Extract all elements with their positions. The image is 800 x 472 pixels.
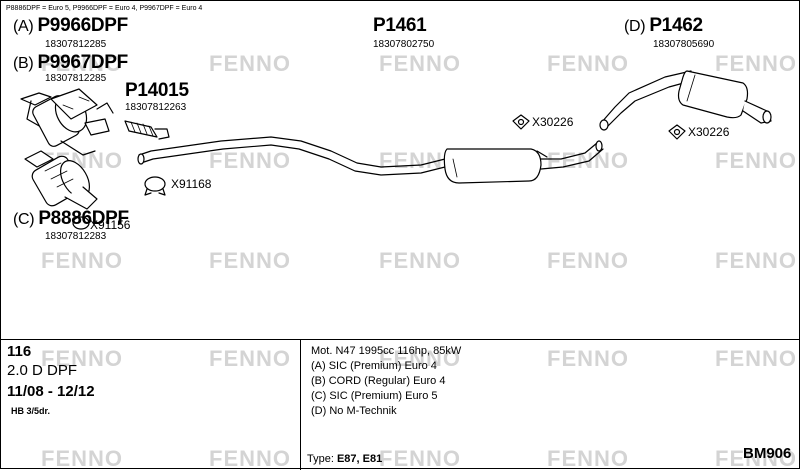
type-line: Type: E87, E81 [307, 453, 382, 465]
spec-b: (B) CORD (Regular) Euro 4 [311, 375, 446, 387]
watermark: FENNO [547, 148, 629, 173]
spec-a: (A) SIC (Premium) Euro 4 [311, 360, 437, 372]
watermark: FENNO [41, 446, 123, 471]
part-d-variant: (D) [624, 18, 646, 35]
watermark: FENNO [379, 248, 461, 273]
diagram-code: BM906 [743, 445, 792, 462]
type-label: Type: [307, 453, 334, 465]
watermark: FENNO [379, 51, 461, 76]
flex-pipe-p14015 [124, 120, 170, 140]
watermark: FENNO [547, 446, 629, 471]
watermark: FENNO [715, 346, 797, 371]
accessory-x91156[interactable]: X91156 [90, 218, 131, 232]
part-c-oe: 18307812283 [45, 231, 107, 242]
watermark: FENNO [379, 446, 461, 471]
part-d-oe: 18307805690 [653, 39, 715, 50]
part-a-label[interactable]: (A)P9966DPF [13, 15, 128, 37]
rear-silencer [599, 70, 772, 131]
accessory-x30226-a[interactable]: X30226 [532, 115, 574, 129]
part-d-label[interactable]: (D)P1462 [624, 15, 703, 37]
part-c-variant: (C) [13, 211, 35, 228]
clamp-x91168 [144, 176, 166, 196]
part-d-number: P1462 [649, 15, 703, 36]
panel-divider-horizontal [1, 339, 800, 340]
vehicle-years: 11/08 - 12/12 [7, 383, 95, 400]
euro-note: P8886DPF = Euro 5, P9966DPF = Euro 4, P9… [6, 5, 203, 12]
watermark: FENNO [715, 446, 797, 471]
part-a-number: P9966DPF [37, 15, 128, 36]
part-a-oe: 18307812285 [45, 39, 107, 50]
watermark: FENNO [715, 51, 797, 76]
spec-c: (C) SIC (Premium) Euro 5 [311, 390, 438, 402]
watermark: FENNO [715, 148, 797, 173]
dpf-c [24, 150, 98, 210]
part-b-oe: 18307812285 [45, 73, 107, 84]
panel-divider-vertical [300, 339, 301, 470]
watermark: FENNO [41, 346, 123, 371]
part-b-number: P9967DPF [37, 52, 128, 73]
type-value: E87, E81 [336, 453, 383, 465]
watermark: FENNO [41, 51, 123, 76]
part-p1461-oe: 18307802750 [373, 39, 435, 50]
clamp-x91156 [72, 216, 90, 230]
part-c-label[interactable]: (C)P8886DPF [13, 208, 129, 230]
watermark: FENNO [209, 446, 291, 471]
watermark: FENNO [715, 248, 797, 273]
watermark: FENNO [547, 248, 629, 273]
watermark: FENNO [209, 248, 291, 273]
part-c-number: P8886DPF [38, 208, 129, 229]
part-p14015-oe: 18307812263 [125, 102, 187, 113]
hanger-x30226-b [668, 124, 686, 140]
vehicle-model: 116 [7, 343, 32, 360]
part-p14015-number[interactable]: P14015 [125, 80, 189, 101]
vehicle-body: HB 3/5dr. [11, 406, 51, 416]
exhaust-drawing [20, 70, 772, 230]
vehicle-engine: 2.0 D DPF [7, 362, 78, 379]
part-b-label[interactable]: (B)P9967DPF [13, 52, 128, 74]
part-a-variant: (A) [13, 18, 34, 35]
watermark: FENNO [209, 51, 291, 76]
accessory-x30226-b[interactable]: X30226 [688, 125, 730, 139]
hanger-x30226-a [512, 114, 530, 130]
watermark: FENNO [547, 346, 629, 371]
accessory-x91168[interactable]: X91168 [171, 177, 212, 191]
watermark: FENNO [209, 148, 291, 173]
watermark: FENNO [209, 346, 291, 371]
centre-silencer [443, 140, 604, 184]
watermark: FENNO [379, 346, 461, 371]
watermark: FENNO [547, 51, 629, 76]
part-b-variant: (B) [13, 55, 34, 72]
dpf-assembly-ab [20, 88, 114, 156]
spec-motor: Mot. N47 1995cc 116hp, 85kW [311, 345, 462, 357]
spec-d: (D) No M-Technik [311, 405, 397, 417]
front-pipe [137, 136, 446, 176]
watermark: FENNO [41, 248, 123, 273]
part-p1461-number[interactable]: P1461 [373, 15, 427, 36]
